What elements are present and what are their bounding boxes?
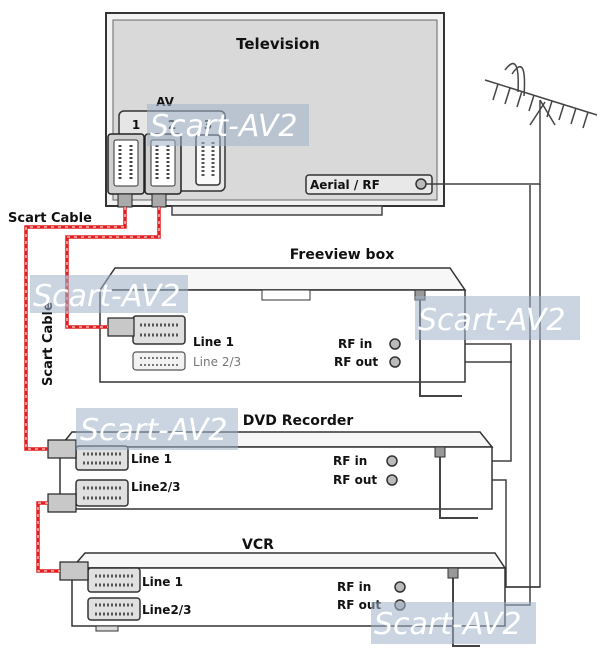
dvd-scart-2 bbox=[75, 479, 129, 507]
freeview-title: Freeview box bbox=[290, 247, 394, 263]
freeview-box: Freeview box Line 1 Line 2/3 RF in RF ou… bbox=[98, 247, 467, 397]
vcr-rf-out: RF out bbox=[337, 598, 381, 612]
freeview-scart-2 bbox=[132, 351, 186, 371]
vcr-line23: Line2/3 bbox=[142, 603, 192, 617]
vcr-scart-2 bbox=[87, 597, 141, 621]
watermark-2: Scart-AV2 bbox=[33, 279, 180, 314]
vcr-scart-1 bbox=[87, 567, 141, 593]
dvd-line23: Line2/3 bbox=[131, 480, 181, 494]
vcr-title: VCR bbox=[242, 537, 274, 553]
freeview-scart-plug bbox=[107, 317, 135, 337]
watermark-3: Scart-AV2 bbox=[418, 303, 565, 338]
dvd-rf-out-socket bbox=[386, 474, 398, 486]
dvd-line1: Line 1 bbox=[131, 452, 172, 466]
scart-cable-dvd2-vcr1 bbox=[36, 501, 60, 573]
rf-cable-network bbox=[396, 183, 541, 606]
dvd-front bbox=[59, 446, 493, 510]
vcr: VCR Line 1 Line2/3 RF in RF out bbox=[59, 537, 507, 647]
watermarks: Scart-AV2 Scart-AV2 Scart-AV2 Scart-AV2 … bbox=[30, 104, 580, 644]
rf-cable-aerial-trunk bbox=[406, 184, 541, 588]
watermark-1: Scart-AV2 bbox=[150, 109, 297, 144]
freeview-rf-out-socket bbox=[389, 356, 401, 368]
dvd-rf-out: RF out bbox=[333, 473, 377, 487]
scart-cable-label-vertical: Scart Cable bbox=[41, 302, 56, 386]
freeview-rf-out: RF out bbox=[334, 355, 378, 369]
tv-title: Television bbox=[236, 35, 320, 53]
dvd-title: DVD Recorder bbox=[243, 413, 354, 429]
aerial-antenna-icon bbox=[484, 62, 598, 185]
scart-cable-label-horizontal: Scart Cable bbox=[8, 211, 92, 226]
tv-aerial-socket bbox=[415, 178, 427, 190]
dvd-rf-in-socket bbox=[386, 455, 398, 467]
vcr-power-cable bbox=[452, 572, 480, 647]
tv-socket-number-1: 1 bbox=[132, 118, 140, 132]
tv-scart-plug-1 bbox=[107, 133, 145, 208]
tv-scart-plug-2 bbox=[144, 133, 182, 208]
scart-cable-network bbox=[24, 207, 161, 573]
television: Television AV 1 2 3 Aerial / RF bbox=[105, 12, 445, 216]
dvd-power-cable bbox=[439, 452, 478, 519]
freeview-rf-in: RF in bbox=[338, 337, 372, 351]
tv-stand bbox=[171, 205, 383, 216]
freeview-line1: Line 1 bbox=[193, 335, 234, 349]
vcr-rf-in: RF in bbox=[337, 580, 371, 594]
freeview-line23: Line 2/3 bbox=[193, 355, 241, 369]
freeview-scart-1 bbox=[132, 315, 186, 345]
tv-aerial-label: Aerial / RF bbox=[310, 178, 380, 192]
dvd-rf-in: RF in bbox=[333, 454, 367, 468]
freeview-rf-in-socket bbox=[389, 338, 401, 350]
dvd-scart-plug-1 bbox=[47, 439, 77, 459]
dvd-scart-plug-2 bbox=[47, 493, 77, 513]
vcr-scart-plug-1 bbox=[59, 561, 89, 581]
watermark-5: Scart-AV2 bbox=[374, 607, 521, 642]
watermark-4: Scart-AV2 bbox=[80, 413, 227, 448]
vcr-top bbox=[70, 552, 507, 569]
vcr-rf-in-socket bbox=[394, 581, 406, 593]
vcr-line1: Line 1 bbox=[142, 575, 183, 589]
